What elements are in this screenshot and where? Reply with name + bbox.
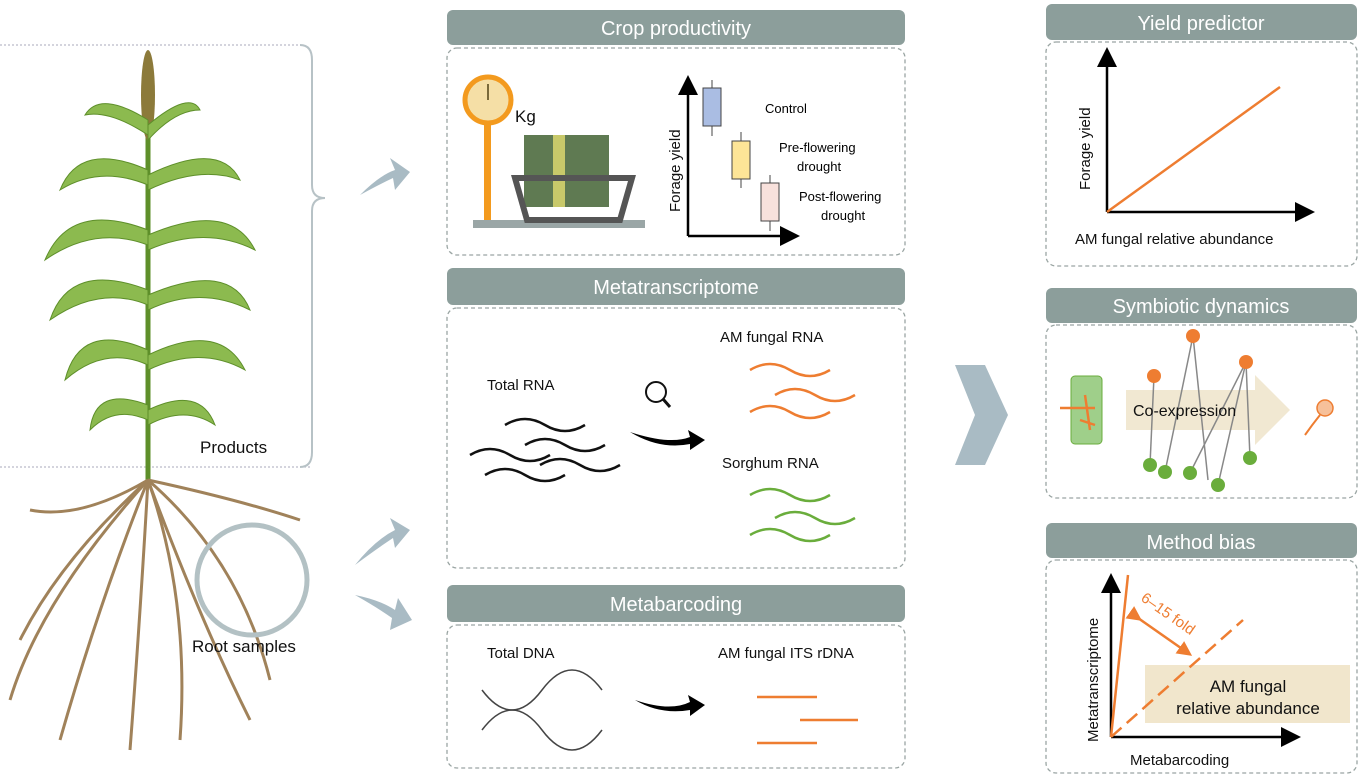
label-pre2: drought	[797, 159, 841, 174]
label-pre1: Pre-flowering	[779, 140, 856, 155]
flow-arrows	[355, 158, 1008, 630]
ylabel: Forage yield	[1077, 107, 1094, 190]
label-post2: drought	[821, 208, 865, 223]
sorghum-rna-label: Sorghum RNA	[722, 455, 819, 472]
panel-title: Metatranscriptome	[593, 277, 759, 299]
root-samples-label: Root samples	[192, 637, 296, 656]
arrow	[630, 430, 705, 450]
rna-strands	[469, 417, 621, 483]
roots	[8, 478, 301, 751]
metabarcoding-panel: Metabarcoding Total DNA AM fungal ITS rD…	[446, 585, 906, 769]
coexpression-label: Co-expression	[1133, 403, 1236, 420]
xlabel: AM fungal relative abundance	[1075, 231, 1273, 248]
box-control	[702, 80, 722, 136]
magnifier-icon	[645, 381, 672, 408]
box-label-2: relative abundance	[1176, 699, 1320, 718]
box-pre-flowering	[731, 132, 751, 188]
label-control: Control	[765, 101, 807, 116]
metatranscriptome-panel: Metatranscriptome Total RNA AM fungal RN…	[446, 268, 906, 569]
box-label-1: AM fungal	[1210, 677, 1287, 696]
panel-title: Symbiotic dynamics	[1113, 296, 1290, 318]
xlabel: Metabarcoding	[1130, 752, 1229, 769]
am-fungal-rna-label: AM fungal RNA	[720, 329, 823, 346]
ylabel: Forage yield	[667, 129, 684, 212]
unit-label: Kg	[515, 107, 536, 126]
dna-icon	[481, 669, 603, 751]
box-post-flowering	[760, 175, 780, 231]
big-arrow-right	[955, 365, 1008, 465]
label-post1: Post-flowering	[799, 189, 881, 204]
sorghum-photo	[524, 135, 609, 207]
method-bias-panel: Method bias 6–15 fold AM fungal relative…	[1045, 523, 1358, 774]
total-dna-label: Total DNA	[487, 645, 555, 662]
scale-icon	[462, 74, 645, 228]
panel-title: Crop productivity	[601, 18, 751, 40]
yield-predictor-panel: Yield predictor Forage yield AM fungal r…	[1045, 4, 1358, 267]
abundance-box	[1145, 665, 1350, 723]
root-sample-circle	[194, 522, 310, 638]
panel-title: Yield predictor	[1137, 13, 1264, 35]
ylabel: Metatranscriptome	[1085, 618, 1102, 742]
sorghum-plant-illustration: Products Root samples	[0, 44, 326, 751]
fold-label: 6–15 fold	[1138, 589, 1198, 638]
products-bracket	[299, 44, 326, 468]
symbiotic-dynamics-panel: Symbiotic dynamics Co-expression	[1045, 288, 1358, 499]
products-label: Products	[200, 438, 267, 457]
total-rna-label: Total RNA	[487, 377, 555, 394]
crop-productivity-panel: Crop productivity Kg Forage yield Contro…	[446, 10, 906, 256]
its-rdna-label: AM fungal ITS rDNA	[718, 645, 854, 662]
panel-title: Method bias	[1147, 532, 1256, 554]
panel-title: Metabarcoding	[610, 594, 742, 616]
